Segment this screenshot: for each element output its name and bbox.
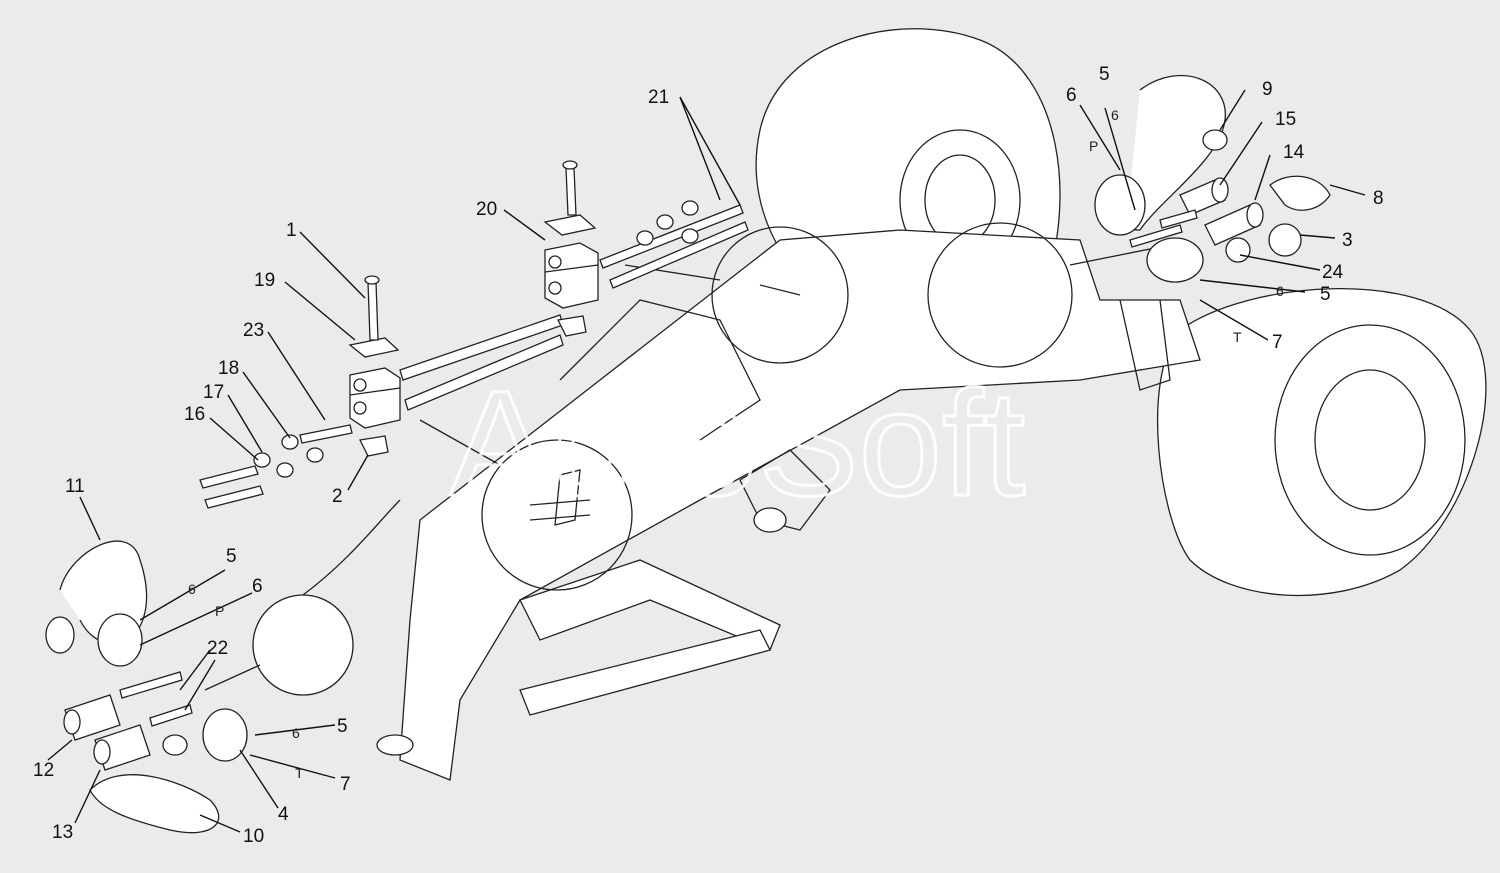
- marker-6-bottom: 6: [292, 725, 300, 741]
- callout-18: 18: [218, 358, 239, 379]
- callout-5-top: 5: [1099, 64, 1110, 85]
- marker-6-right: 6: [1276, 283, 1284, 299]
- callout-6-top: 6: [1066, 85, 1077, 106]
- coupling-set-left: [45, 540, 248, 834]
- coupling-set-right: [1094, 74, 1331, 283]
- callout-5-right: 5: [1320, 284, 1331, 305]
- callout-2: 2: [332, 486, 343, 507]
- marker-t-bottom: T: [295, 765, 304, 781]
- callout-5-bottom: 5: [337, 716, 348, 737]
- callout-22: 22: [207, 638, 228, 659]
- callout-16: 16: [184, 404, 205, 425]
- callout-20: 20: [476, 199, 497, 220]
- callout-4: 4: [278, 804, 289, 825]
- callout-15: 15: [1275, 109, 1296, 130]
- callout-7-right: 7: [1272, 332, 1283, 353]
- callout-12: 12: [33, 760, 54, 781]
- marker-p-top: P: [1089, 138, 1098, 154]
- callout-14: 14: [1283, 142, 1305, 163]
- callout-17: 17: [203, 382, 224, 403]
- callout-10: 10: [243, 826, 264, 847]
- callout-8: 8: [1373, 188, 1384, 209]
- callout-23: 23: [243, 320, 264, 341]
- clamp-assembly-left: [199, 275, 564, 509]
- marker-6-top: 6: [1111, 107, 1119, 123]
- detail-circles: [204, 222, 1171, 696]
- callout-9: 9: [1262, 79, 1273, 100]
- marker-t-right: T: [1233, 329, 1242, 345]
- callout-19: 19: [254, 270, 275, 291]
- rear-wheel-right: [1157, 288, 1487, 597]
- marker-6-left: 6: [188, 581, 196, 597]
- callout-13: 13: [52, 822, 73, 843]
- callout-5-left: 5: [226, 546, 237, 567]
- watermark: AutoSoft: [450, 359, 1025, 527]
- callout-7-bottom: 7: [340, 774, 351, 795]
- marker-p-left: P: [215, 603, 224, 619]
- clamp-assembly-right: [543, 160, 749, 337]
- callout-21: 21: [648, 87, 669, 108]
- marker-labels: 6 P 6 T 6 P 6 T: [188, 107, 1284, 781]
- callout-11: 11: [65, 476, 85, 497]
- leader-lines: [47, 89, 1366, 833]
- callout-6-left: 6: [252, 576, 263, 597]
- callout-24: 24: [1322, 262, 1344, 283]
- callout-3: 3: [1342, 230, 1353, 251]
- callout-labels: 1 19 23 18 17 16 2 20 21 6 5 9 15 14 8 3…: [33, 64, 1384, 847]
- callout-1: 1: [286, 220, 297, 241]
